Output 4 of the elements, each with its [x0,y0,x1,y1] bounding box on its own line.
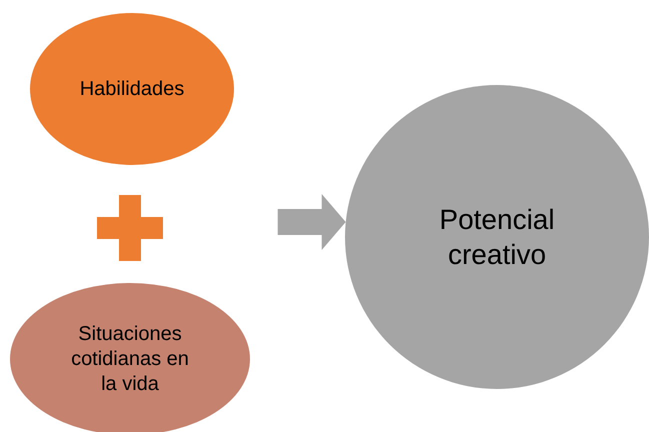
node-label: Habilidades [80,77,184,102]
node-label: Situaciones cotidianas en la vida [70,322,190,396]
block-arrow [278,194,346,250]
node-label: Potencial creativo [438,203,556,272]
